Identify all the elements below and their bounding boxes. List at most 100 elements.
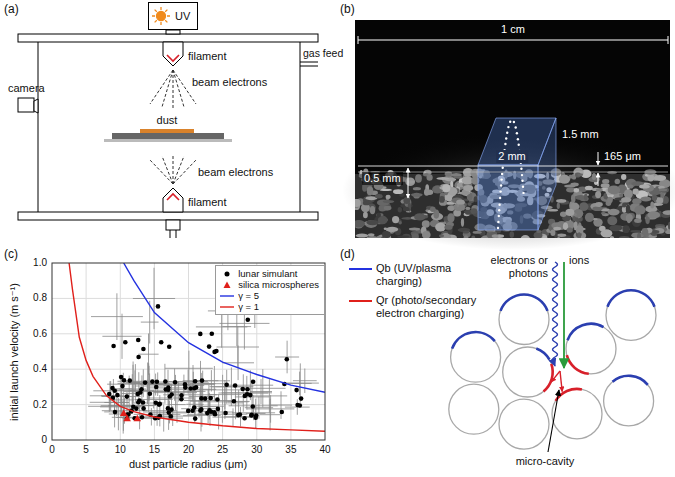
- gas-pipe: [300, 66, 318, 67]
- error-bar: [261, 379, 262, 404]
- swatch-line: [220, 295, 234, 296]
- data-point: [210, 331, 215, 336]
- callout-label: micro-cavity: [516, 455, 575, 468]
- tick-label: 25: [217, 444, 228, 456]
- charge-arc: [567, 355, 589, 374]
- error-bar: [192, 381, 193, 401]
- regolith-grain: [642, 228, 648, 236]
- grain: [449, 384, 499, 434]
- legend-swatch: [348, 295, 374, 307]
- regolith-grain: [610, 236, 615, 238]
- dimension-arrow: [598, 152, 599, 165]
- data-point: [141, 400, 146, 405]
- error-bar: [202, 371, 203, 397]
- regolith-grain: [577, 232, 581, 238]
- error-bar: [149, 301, 150, 344]
- swatch-line: [349, 268, 372, 270]
- regolith-grain: [607, 197, 613, 203]
- beam-label: ions: [569, 254, 589, 267]
- error-bar: [153, 391, 154, 409]
- regolith-grain: [355, 220, 365, 228]
- legend-swatch: [219, 302, 235, 312]
- tick-label: 40: [319, 444, 330, 456]
- axis-title: dust particle radius (μm): [129, 458, 247, 471]
- regolith-grain: [663, 210, 671, 215]
- error-bar: [243, 374, 244, 411]
- pin: [176, 230, 177, 238]
- legend-swatch: [219, 291, 235, 301]
- regolith-grain: [585, 213, 594, 222]
- data-point: [166, 385, 171, 390]
- data-point: [163, 379, 168, 384]
- grain-packing: [449, 262, 656, 452]
- trajectory-dot: [522, 186, 524, 188]
- regolith-grain: [367, 220, 379, 225]
- tick-label: 5: [83, 444, 89, 456]
- plot: [52, 263, 325, 440]
- grid: [52, 404, 325, 405]
- trajectory-dot: [507, 126, 509, 128]
- charge-arc: [544, 364, 553, 392]
- chamber-wall: [38, 42, 39, 212]
- data-point: [188, 386, 193, 391]
- data-point: [136, 392, 141, 397]
- data-point: [216, 407, 221, 412]
- trajectory-dot: [504, 143, 506, 145]
- charge-arc: [613, 376, 648, 385]
- silica-points: [120, 410, 141, 422]
- electron-beam: [150, 160, 173, 184]
- data-point: [193, 379, 198, 384]
- regolith-grain: [439, 196, 445, 203]
- trajectory-dot: [520, 168, 522, 170]
- regolith-grain: [462, 176, 473, 184]
- regolith-grain: [439, 234, 444, 237]
- electron-beam: [162, 156, 173, 184]
- error-bar: [281, 391, 282, 419]
- error-bar: [201, 397, 202, 431]
- electron-path: [553, 262, 558, 366]
- error-bar: [157, 403, 158, 426]
- regolith-grain: [427, 174, 433, 180]
- regolith-grain: [557, 237, 561, 238]
- data-point: [159, 340, 164, 345]
- regolith-grain: [621, 197, 631, 203]
- regolith-grain: [384, 206, 392, 211]
- model-curve: [69, 263, 325, 431]
- regolith-grain: [521, 235, 530, 238]
- grain: [604, 376, 654, 426]
- data-point: [110, 386, 115, 391]
- regolith-grain: [627, 184, 633, 188]
- legend-label: silica microspheres: [238, 279, 319, 290]
- charge-arc: [452, 332, 495, 348]
- error-bar: [201, 373, 202, 397]
- data-point: [169, 392, 174, 397]
- beam-label: beam electrons: [192, 76, 267, 89]
- data-point: [208, 396, 213, 401]
- regolith-grain: [463, 235, 468, 238]
- regolith-grain: [601, 212, 606, 215]
- emission-arrow: [551, 371, 560, 382]
- data-point: [233, 383, 238, 388]
- data-point: [154, 385, 159, 390]
- trajectory-dot: [498, 204, 500, 206]
- dust-stage: [112, 133, 224, 139]
- camera-lens: [34, 99, 38, 113]
- error-bar: [154, 268, 155, 329]
- data-point: [158, 402, 163, 407]
- regolith-grain: [574, 188, 579, 192]
- data-point: [200, 378, 205, 383]
- data-point: [186, 409, 191, 414]
- tick-label: 15: [149, 444, 160, 456]
- vacuum-chamber: [18, 30, 318, 238]
- data-point: [150, 379, 155, 384]
- regolith-grain: [403, 197, 410, 204]
- regolith-grain: [654, 175, 666, 181]
- error-bar: [188, 351, 189, 386]
- data-point: [295, 403, 300, 408]
- data-point: [143, 380, 148, 385]
- regolith-grain: [652, 195, 657, 201]
- scale-bar: [668, 36, 669, 44]
- data-point: [223, 411, 228, 416]
- legend-box: lunar simulantsilica microspheresγ = 5γ …: [215, 265, 325, 315]
- swatch-line: [349, 300, 372, 302]
